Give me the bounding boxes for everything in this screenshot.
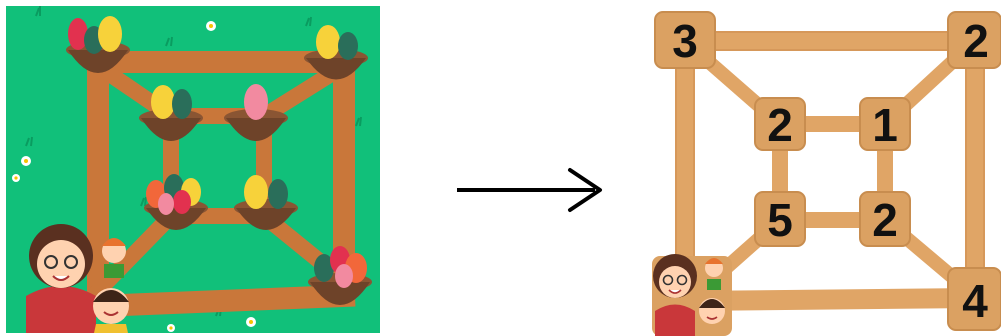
basket-inner-top-right[interactable]: [224, 84, 288, 141]
svg-text:3: 3: [672, 15, 698, 67]
node-top-right[interactable]: 2: [947, 11, 1001, 69]
right-arrow-icon: [455, 165, 605, 215]
kids-illustration: [26, 224, 129, 333]
svg-text:2: 2: [767, 99, 793, 151]
node-bottom-right[interactable]: 4: [947, 267, 1001, 331]
node-inner-bottom-right[interactable]: 2: [859, 191, 911, 247]
basket-inner-top-left[interactable]: [139, 85, 203, 141]
basket-inner-bottom-right[interactable]: [234, 175, 298, 230]
egg-basket-puzzle-illustration: [6, 6, 380, 333]
grass-decoration: [25, 6, 362, 317]
svg-text:2: 2: [963, 15, 989, 67]
node-inner-top-left[interactable]: 2: [754, 97, 806, 151]
dirt-paths: [86, 51, 356, 318]
basket-top-right[interactable]: [304, 25, 368, 80]
basket-top-left[interactable]: [66, 16, 130, 73]
node-top-left[interactable]: 3: [654, 11, 716, 69]
node-inner-top-right[interactable]: 1: [859, 97, 911, 151]
basket-bottom-right[interactable]: [308, 246, 372, 305]
number-graph-board: 3 2 2 1 5 2 4: [630, 6, 1001, 336]
svg-text:2: 2: [872, 194, 898, 246]
kids-start-marker: [652, 254, 732, 336]
basket-inner-bottom-left[interactable]: [144, 174, 208, 230]
flower-decoration: [12, 21, 256, 332]
svg-text:4: 4: [962, 275, 988, 327]
node-inner-bottom-left[interactable]: 5: [754, 191, 806, 247]
svg-text:1: 1: [872, 99, 898, 151]
svg-text:5: 5: [767, 194, 793, 246]
